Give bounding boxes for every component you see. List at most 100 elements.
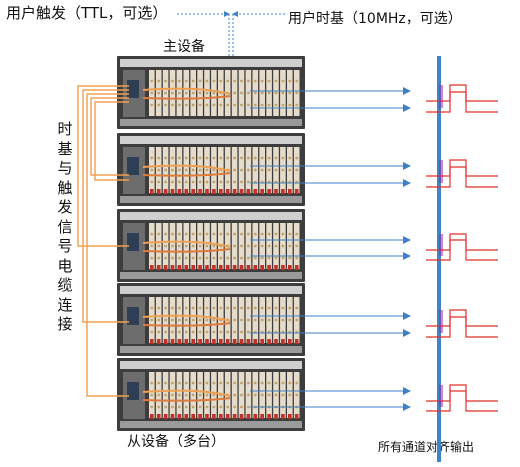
red-led	[156, 414, 161, 419]
red-led	[288, 189, 292, 194]
connector	[233, 330, 237, 334]
connector	[212, 381, 216, 385]
red-led	[163, 414, 168, 419]
connector	[267, 91, 271, 95]
red-led	[170, 339, 175, 344]
red-led	[225, 339, 230, 344]
red-led	[177, 265, 182, 270]
connector	[253, 256, 257, 260]
connector	[226, 381, 230, 385]
red-led	[246, 414, 251, 419]
red-led	[239, 189, 244, 194]
connector	[295, 79, 299, 83]
connector	[198, 103, 202, 107]
chassis-bottom-strip	[120, 119, 302, 126]
red-led	[150, 189, 154, 194]
connector	[219, 79, 223, 83]
red-led	[156, 189, 161, 194]
connector	[233, 244, 237, 248]
sync-cable	[94, 101, 129, 181]
connector	[240, 306, 243, 310]
connector	[171, 232, 174, 236]
connector	[198, 381, 202, 385]
connector	[198, 306, 202, 310]
connector	[150, 306, 154, 310]
connector	[184, 103, 188, 107]
red-led	[156, 339, 161, 344]
connector	[267, 168, 271, 172]
connector	[178, 306, 181, 310]
connector	[247, 232, 250, 236]
connector	[184, 244, 188, 248]
chassis-top-strip	[120, 286, 302, 294]
aligned-edge	[439, 310, 443, 333]
connector	[164, 244, 168, 248]
connector	[288, 306, 292, 310]
sync-cables	[77, 85, 129, 397]
connector	[274, 232, 278, 236]
connector	[240, 168, 243, 172]
connector	[247, 256, 250, 260]
slave-devices-label: 从设备（多台）	[127, 434, 225, 450]
connector	[171, 91, 174, 95]
output-pulses	[426, 84, 498, 412]
red-led	[150, 265, 154, 270]
connector	[267, 381, 271, 385]
connector	[226, 405, 230, 409]
connector	[212, 180, 216, 184]
connector	[157, 232, 161, 236]
red-led	[246, 265, 251, 270]
red-led	[205, 414, 209, 419]
connector	[157, 306, 161, 310]
connector	[253, 156, 257, 160]
red-led	[232, 339, 237, 344]
connector	[219, 156, 223, 160]
connector	[247, 318, 250, 322]
connector	[247, 180, 250, 184]
connector	[295, 168, 299, 172]
connector	[184, 180, 188, 184]
connector	[205, 405, 209, 409]
connector	[150, 79, 154, 83]
aligned-output-label: 所有通道对齐输出	[378, 440, 475, 454]
connector	[233, 168, 237, 172]
connector	[288, 91, 292, 95]
connector	[184, 256, 188, 260]
connector	[157, 405, 161, 409]
connector	[198, 79, 202, 83]
red-led	[288, 265, 292, 270]
red-led	[253, 265, 258, 270]
connector	[281, 306, 285, 310]
connector	[184, 318, 188, 322]
red-led	[198, 339, 202, 344]
connector	[281, 244, 285, 248]
connector	[233, 79, 237, 83]
connector	[178, 244, 181, 248]
connector	[150, 244, 154, 248]
chassis-bottom-strip	[120, 272, 302, 279]
red-led	[260, 414, 264, 419]
connector	[212, 256, 216, 260]
aligned-edge	[439, 385, 443, 407]
red-led	[170, 265, 175, 270]
chassis-top-strip	[120, 361, 302, 369]
red-led	[205, 265, 209, 270]
connector	[178, 168, 181, 172]
connector	[267, 232, 271, 236]
connector	[267, 156, 271, 160]
connector	[205, 91, 209, 95]
connector	[191, 393, 195, 397]
connector	[288, 318, 292, 322]
connector	[288, 168, 292, 172]
connector	[212, 244, 216, 248]
red-led	[288, 339, 292, 344]
connector	[226, 306, 230, 310]
connector	[178, 180, 181, 184]
red-led	[288, 414, 292, 419]
connector	[205, 393, 209, 397]
connector	[253, 393, 257, 397]
connector	[205, 103, 209, 107]
red-led	[191, 414, 195, 419]
connector	[288, 156, 292, 160]
connector	[164, 381, 168, 385]
